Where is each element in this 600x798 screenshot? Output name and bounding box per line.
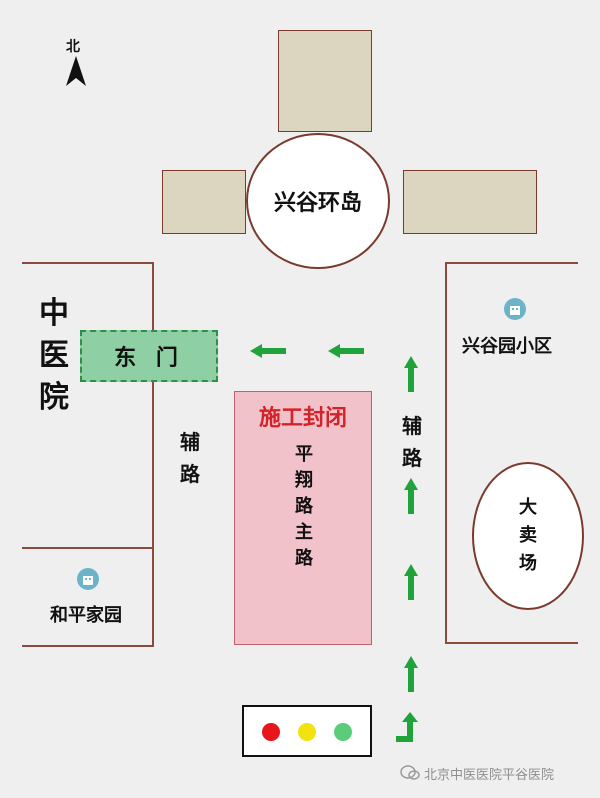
roundabout: 兴谷环岛 (246, 133, 390, 269)
left-arrow-icon (250, 344, 286, 358)
east-gate-label: 东 门 (114, 345, 184, 371)
main-road-char-3: 路 (295, 496, 313, 517)
up-arrow-icon (404, 356, 418, 392)
watermark-text: 北京中医医院平谷医院 (424, 768, 555, 783)
up-arrow-icon (404, 564, 418, 600)
main-road-char-2: 翔 (295, 470, 313, 491)
building-icon (504, 298, 526, 320)
market-label: 大 卖 场 (474, 494, 582, 578)
wechat-icon (400, 765, 420, 785)
main-road-label: 平 翔 路 主 路 (291, 442, 317, 572)
road-block-north (278, 30, 372, 132)
market-char-3: 场 (519, 553, 537, 574)
traffic-light (242, 705, 372, 757)
building-icon (77, 568, 99, 590)
hospital-char-1: 中 (39, 296, 69, 331)
north-arrow-icon (64, 56, 88, 92)
main-road-char-5: 路 (295, 548, 313, 569)
hospital-right-line (152, 262, 154, 548)
turn-up-arrow-icon (394, 712, 420, 750)
left-aux-road-label: 辅 路 (180, 426, 200, 490)
heping-right-line (152, 548, 154, 646)
main-road-char-1: 平 (295, 444, 313, 465)
left-aux-char-2: 路 (180, 462, 200, 486)
market-oval: 大 卖 场 (472, 462, 584, 610)
right-aux-char-1: 辅 (402, 414, 422, 438)
hospital-top-line (22, 262, 154, 264)
main-road-char-4: 主 (295, 522, 313, 543)
right-aux-char-2: 路 (402, 446, 422, 470)
roundabout-label: 兴谷环岛 (273, 190, 362, 216)
hospital-name: 中 医 院 (36, 293, 72, 419)
east-gate: 东 门 (80, 330, 218, 382)
community-top-line (445, 262, 578, 264)
traffic-light-yellow (298, 723, 316, 741)
up-arrow-icon (404, 478, 418, 514)
north-label: 北 (66, 39, 80, 55)
up-arrow-icon (404, 656, 418, 692)
traffic-light-red (262, 723, 280, 741)
community-bottom-line (445, 642, 578, 644)
hospital-char-2: 医 (39, 338, 69, 373)
hospital-bottom-line (22, 547, 154, 549)
market-char-1: 大 (519, 497, 537, 518)
market-char-2: 卖 (519, 525, 537, 546)
community-left-line (445, 262, 447, 644)
road-block-east (403, 170, 537, 234)
hospital-char-3: 院 (39, 380, 69, 415)
construction-closure-zone: 施工封闭 平 翔 路 主 路 (234, 391, 372, 645)
traffic-light-green (334, 723, 352, 741)
community-left-label: 和平家园 (50, 605, 122, 626)
road-block-west (162, 170, 246, 234)
community-right-label: 兴谷园小区 (462, 336, 552, 357)
closure-label: 施工封闭 (258, 405, 347, 431)
left-arrow-icon (328, 344, 364, 358)
left-aux-char-1: 辅 (180, 430, 200, 454)
right-aux-road-label: 辅 路 (402, 410, 422, 474)
heping-bottom-line (22, 645, 154, 647)
